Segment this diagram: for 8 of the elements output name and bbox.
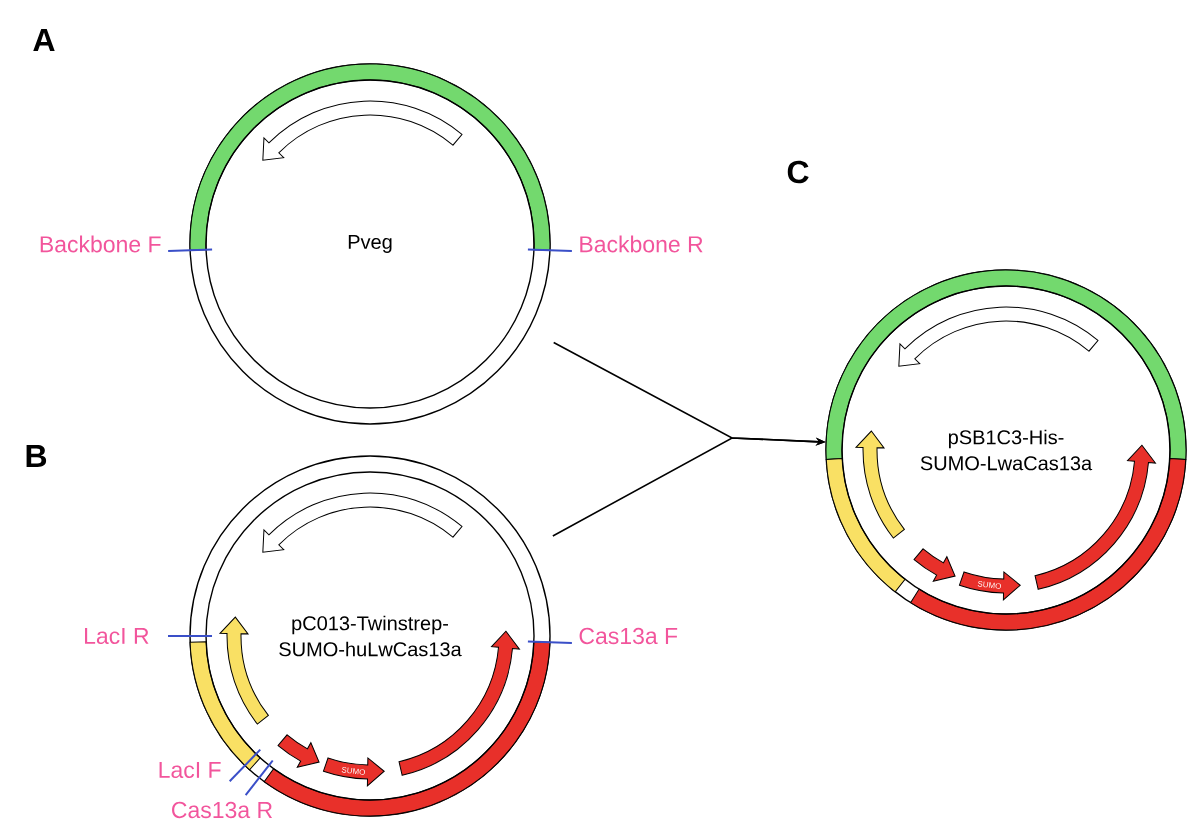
panel-letter: C bbox=[787, 160, 809, 184]
primer-label: Backbone R bbox=[580, 235, 703, 253]
primer-label: Backbone F bbox=[40, 235, 161, 253]
panel-letter: A bbox=[33, 29, 55, 51]
panel-letter: B bbox=[26, 445, 47, 467]
primer-label: Cas13a F bbox=[579, 627, 678, 645]
plasmid-map: Pveg bbox=[189, 63, 551, 425]
primer-label: LacI R bbox=[85, 628, 149, 644]
